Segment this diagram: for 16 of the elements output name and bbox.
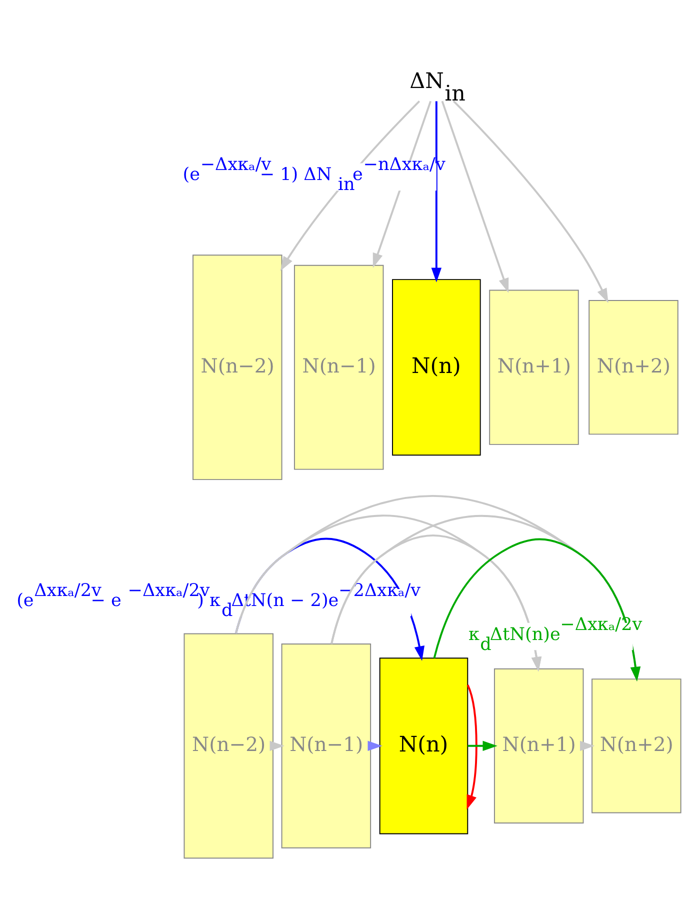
arrow: [580, 740, 595, 752]
arrow: [466, 684, 478, 810]
node-box: N(n+2): [588, 300, 678, 435]
arrow: [433, 538, 641, 682]
arrow: [270, 740, 284, 752]
arrow: [468, 740, 498, 752]
node-box: N(n+2): [592, 678, 682, 814]
arrow: [441, 100, 509, 293]
arrow: [368, 740, 382, 752]
node-box: N(n−1): [294, 264, 384, 470]
node-box: N(n+1): [489, 290, 579, 445]
node-box: N(n−2): [192, 254, 282, 480]
arrow: [452, 100, 608, 304]
arrow: [431, 101, 442, 282]
node-box: N(n): [379, 658, 468, 834]
node-box: N(n): [392, 279, 481, 456]
